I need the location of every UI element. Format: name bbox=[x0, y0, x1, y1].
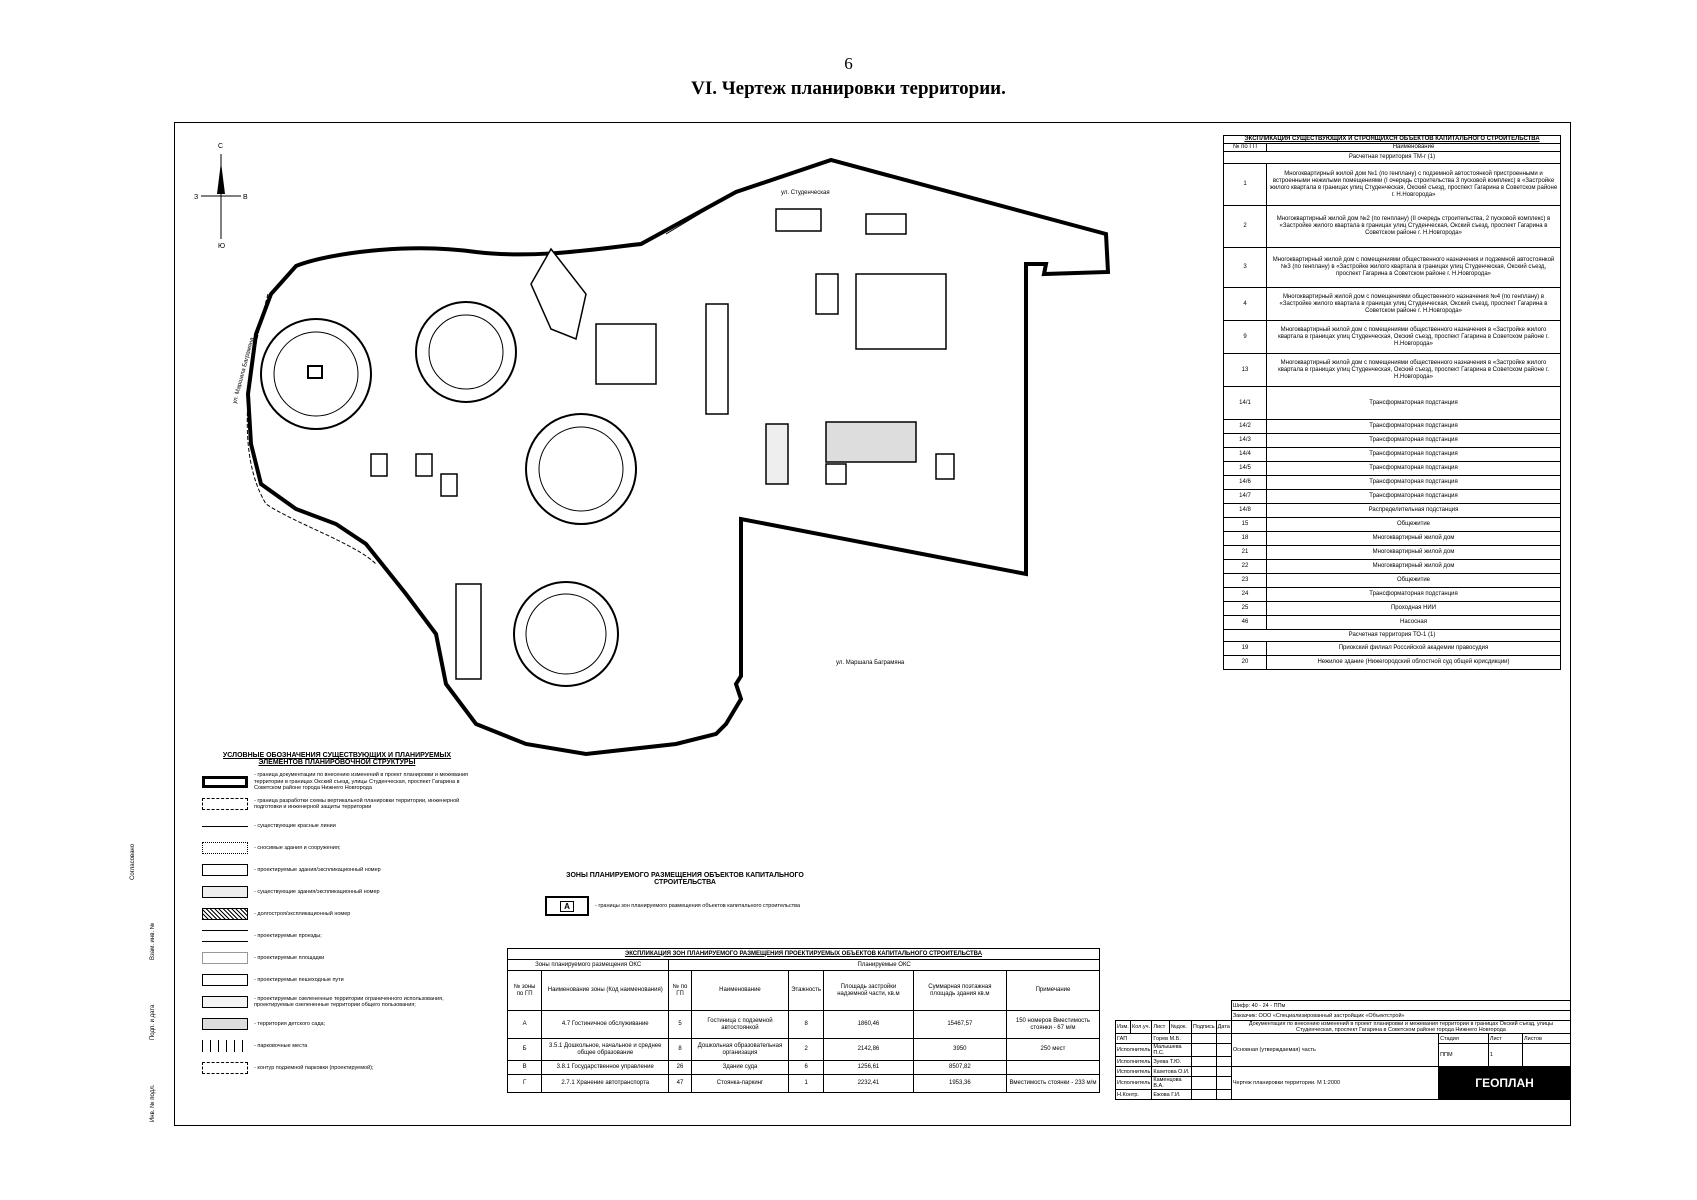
compass-e: В bbox=[243, 194, 248, 201]
street-label-bagramyan: ул. Маршала Баграмяна bbox=[836, 660, 905, 666]
zones-table-title: ЭКСПЛИКАЦИЯ ЗОН ПЛАНИРУЕМОГО РАЗМЕЩЕНИЯ … bbox=[507, 948, 1100, 960]
explication-table: ЭКСПЛИКАЦИЯ СУЩЕСТВУЮЩИХ И СТРОЯЩИХСЯ ОБ… bbox=[1223, 135, 1561, 670]
legend-item: - проектируемые площадки bbox=[202, 948, 472, 968]
legend-item: - существующие здания/экспликационный но… bbox=[202, 882, 472, 902]
legend: УСЛОВНЫЕ ОБОЗНАЧЕНИЯ СУЩЕСТВУЮЩИХ И ПЛАН… bbox=[202, 752, 472, 1080]
explication-title: ЭКСПЛИКАЦИЯ СУЩЕСТВУЮЩИХ И СТРОЯЩИХСЯ ОБ… bbox=[1223, 135, 1561, 144]
buildings bbox=[370, 208, 955, 680]
legend-item: - проектируемые здания/экспликационный н… bbox=[202, 860, 472, 880]
legend-item: - долгостроя/экспликационный номер bbox=[202, 904, 472, 924]
legend-item: - существующие красные линии bbox=[202, 816, 472, 836]
street-labels: ул. Студенческая ул. Маршала Баграмяна у… bbox=[232, 190, 905, 666]
zones-table: ЭКСПЛИКАЦИЯ ЗОН ПЛАНИРУЕМОГО РАЗМЕЩЕНИЯ … bbox=[506, 948, 1101, 1093]
side-label-agreed: Согласовано bbox=[130, 843, 136, 880]
planning-boundary bbox=[246, 293, 377, 565]
page-title: VI. Чертеж планировки территории. bbox=[691, 78, 1006, 99]
compass-icon: С Ю З В bbox=[194, 143, 248, 250]
legend-item: - контур подземной парковки (проектируем… bbox=[202, 1058, 472, 1078]
site-plan: С Ю З В ул. Студенческая bbox=[194, 143, 1111, 757]
building-cluster-1b bbox=[513, 581, 619, 687]
legend-item: - проектируемые пешеходные пути bbox=[202, 970, 472, 990]
street-label-studencheskaya: ул. Студенческая bbox=[781, 190, 830, 196]
explication-section-1: Расчетная территория ТМ-г (1) bbox=[1223, 151, 1561, 164]
zone-legend-text: - границы зон планируемого размещения об… bbox=[595, 902, 801, 909]
legend-item: - проектируемые озелененные территории о… bbox=[202, 992, 472, 1012]
side-label-inv-replace: Взам. инв. № bbox=[150, 922, 156, 960]
explication-col-name: Наименование bbox=[1266, 143, 1561, 152]
drawing-sheet bbox=[174, 122, 1571, 1126]
compass-w: З bbox=[194, 194, 198, 201]
legend-item: - проектируемые проезды; bbox=[202, 926, 472, 946]
compass-s: Ю bbox=[218, 243, 225, 250]
legend-item: - граница разработки схемы вертикальной … bbox=[202, 794, 472, 814]
building-cluster-1a bbox=[525, 413, 637, 525]
legend-item: - граница документации по внесению измен… bbox=[202, 772, 472, 792]
legend-title: УСЛОВНЫЕ ОБОЗНАЧЕНИЯ СУЩЕСТВУЮЩИХ И ПЛАН… bbox=[222, 752, 452, 766]
geoplan-logo: ГЕОПЛАН bbox=[1438, 1066, 1571, 1100]
legend-item: - сносимые здания и сооружения; bbox=[202, 838, 472, 858]
building-cluster-2 bbox=[415, 301, 517, 403]
building-cluster-3 bbox=[260, 318, 372, 430]
legend-item: - парковочные места bbox=[202, 1036, 472, 1056]
territory-boundary bbox=[245, 157, 1111, 757]
page-number: 6 bbox=[844, 54, 853, 73]
side-label-inv-orig: Инв. № подл. bbox=[150, 1084, 156, 1122]
compass-n: С bbox=[218, 143, 223, 150]
explication-section-2: Расчетная территория ТО-1 (1) bbox=[1223, 629, 1561, 642]
street-strip bbox=[665, 159, 1107, 235]
side-label-sign-date: Подп. и дата bbox=[150, 1004, 156, 1040]
legend-item: - территория детского сада; bbox=[202, 1014, 472, 1034]
zone-legend-symbol: А bbox=[560, 900, 574, 912]
zone-legend-title: ЗОНЫ ПЛАНИРУЕМОГО РАЗМЕЩЕНИЯ ОБЪЕКТОВ КА… bbox=[566, 872, 804, 886]
zone-legend: ЗОНЫ ПЛАНИРУЕМОГО РАЗМЕЩЕНИЯ ОБЪЕКТОВ КА… bbox=[545, 872, 825, 916]
title-block: Шифр: 40 - 24 - ППм Заказчик: ООО «Специ… bbox=[1114, 1000, 1572, 1126]
explication-col-no: № по ГП bbox=[1223, 143, 1267, 152]
